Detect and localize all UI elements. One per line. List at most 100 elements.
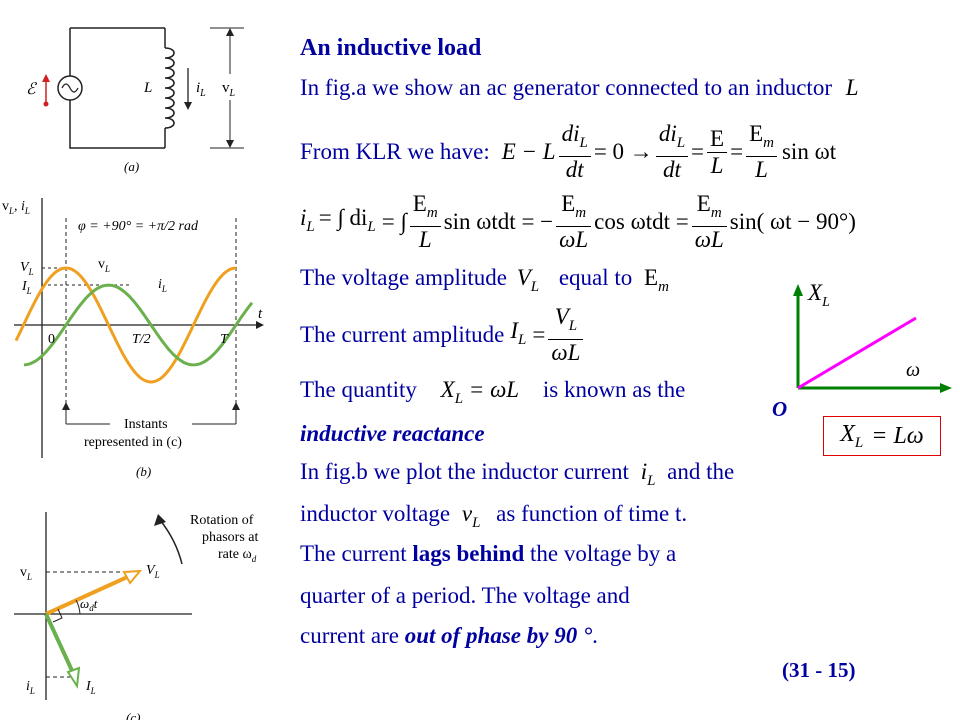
fig-b-tick-0: 0: [48, 332, 55, 347]
figure-a-circuit: ℰ L iL vL (a): [26, 27, 244, 174]
fig-b-tick-T2: T/2: [132, 332, 151, 347]
fig-b-represented: represented in (c): [84, 435, 182, 450]
klr-mid: = 0 →: [593, 139, 653, 164]
fig-b-phi: φ = +90° = +π/2 rad: [78, 219, 199, 234]
fig-c-vL: vL: [20, 565, 32, 582]
xl-box-x: XL: [840, 420, 864, 451]
xl-graph-y-arrow: [793, 284, 803, 296]
quantity-prefix: The quantity: [300, 377, 417, 402]
quantity-expr: XL = ωL: [440, 377, 520, 407]
lag-line1-prefix: The current: [300, 541, 407, 566]
quantity-line: The quantity XL = ωL is known as the: [300, 376, 685, 413]
lag-line1-bold: lags behind: [412, 541, 525, 566]
xl-box-tail: = Lω: [871, 422, 924, 449]
slide-title: An inductive load: [300, 35, 482, 61]
figb-line1-suffix: and the: [667, 459, 735, 484]
fig-a-L-label: L: [143, 80, 152, 96]
lag-line1-suffix: the voltage by a: [530, 541, 677, 566]
lag-line3-prefix: current are: [300, 623, 399, 648]
fig-b-caption: (b): [136, 464, 151, 479]
fig-b-t-label: t: [258, 306, 263, 322]
inductive-reactance: inductive reactance: [300, 421, 485, 446]
fig-c-VL: VL: [146, 563, 160, 580]
fig-b-tick-T: T: [220, 332, 229, 347]
figb-line1-var: iL: [640, 459, 656, 489]
slide-number: (31 - 15): [782, 658, 856, 682]
figure-c-phasors: ωdt vL VL iL IL Rotation of phasors at r…: [14, 512, 258, 720]
fig-c-iL: iL: [26, 679, 35, 696]
fig-c-angle: ωdt: [80, 596, 98, 613]
fig-c-rotation-1: Rotation of: [190, 513, 254, 528]
fig-b-IL: IL: [21, 279, 32, 296]
quantity-suffix: is known as the: [542, 377, 686, 402]
int-eq-b: = ∫: [381, 209, 407, 234]
xl-graph-line: [797, 316, 917, 390]
line-fig-a-text: In fig.a we show an ac generator connect…: [300, 75, 832, 100]
lag-line-3: current are out of phase by 90 °.: [300, 622, 598, 650]
xl-graph-origin: O: [772, 397, 787, 421]
current-amp-prefix: The current amplitude: [300, 322, 505, 347]
int-t1: sin ωtdt = −: [443, 209, 554, 234]
klr-lhs: E − L: [501, 139, 556, 164]
fig-b-line-1: In fig.b we plot the inductor current iL…: [300, 458, 734, 495]
fig-b-VL: VL: [20, 260, 34, 277]
fig-c-IL: IL: [85, 679, 96, 696]
xl-vs-omega-graph: XL ω O: [772, 280, 952, 421]
fig-b-iL-curve-label: iL: [158, 277, 167, 294]
lag-line3-suffix: .: [592, 623, 598, 648]
line-fig-a-var: L: [845, 75, 859, 100]
klr-tail: sin ωt: [781, 139, 837, 164]
lag-line3-bold: out of phase by 90 °: [404, 623, 593, 648]
voltage-amplitude-line: The voltage amplitude VL equal to Em: [300, 264, 669, 301]
fig-c-rotation-2: phasors at: [202, 530, 258, 545]
klr-eq3: =: [730, 139, 744, 164]
current-amp-eq: =: [532, 322, 546, 347]
line-fig-a: In fig.a we show an ac generator connect…: [300, 74, 859, 102]
voltage-amp-mid: equal to: [558, 265, 633, 290]
xl-formula-box: XL = Lω: [823, 416, 941, 456]
figb-line2-var: vL: [461, 501, 481, 531]
figure-b-graph: vL, iL t VL IL φ = +90° = +π/2 rad vL iL…: [2, 198, 264, 479]
figb-line2-prefix: inductor voltage: [300, 501, 451, 526]
int-lhs: iL: [300, 204, 315, 235]
fig-a-vL-label: vL: [222, 80, 236, 99]
fig-b-vL-curve-label: vL: [98, 257, 110, 274]
lag-line-1: The current lags behind the voltage by a: [300, 540, 676, 568]
fig-b-instants: Instants: [124, 417, 168, 432]
current-curve: [23, 283, 254, 367]
xl-graph-x-arrow: [940, 383, 952, 393]
voltage-amp-var: VL: [516, 265, 540, 295]
fig-a-iL-label: iL: [196, 80, 206, 99]
xl-graph-x-label: ω: [906, 359, 920, 381]
fig-c-caption: (c): [126, 710, 140, 720]
voltage-amp-prefix: The voltage amplitude: [300, 265, 507, 290]
xl-graph-y-label: XL: [807, 280, 830, 310]
fig-b-axis-label: vL, iL: [2, 199, 30, 216]
klr-label: From KLR we have:: [300, 139, 490, 164]
figb-line2-suffix: as function of time t.: [496, 501, 688, 526]
int-t3: sin( ωt − 90°): [729, 209, 856, 234]
fig-c-rotation-3: rate ωd: [218, 547, 257, 564]
lag-line-2: quarter of a period. The voltage and: [300, 583, 630, 608]
voltage-curve: [14, 266, 237, 384]
fig-a-emf-label: ℰ: [26, 81, 38, 98]
int-t2: cos ωtdt =: [594, 209, 689, 234]
int-eq-a: = ∫ diL: [318, 204, 376, 235]
current-amp-var: IL: [510, 317, 527, 348]
klr-eq2: =: [691, 139, 705, 164]
figb-line1-prefix: In fig.b we plot the inductor current: [300, 459, 629, 484]
fig-b-line-2: inductor voltage vL as function of time …: [300, 500, 687, 537]
fig-a-caption: (a): [124, 159, 139, 174]
